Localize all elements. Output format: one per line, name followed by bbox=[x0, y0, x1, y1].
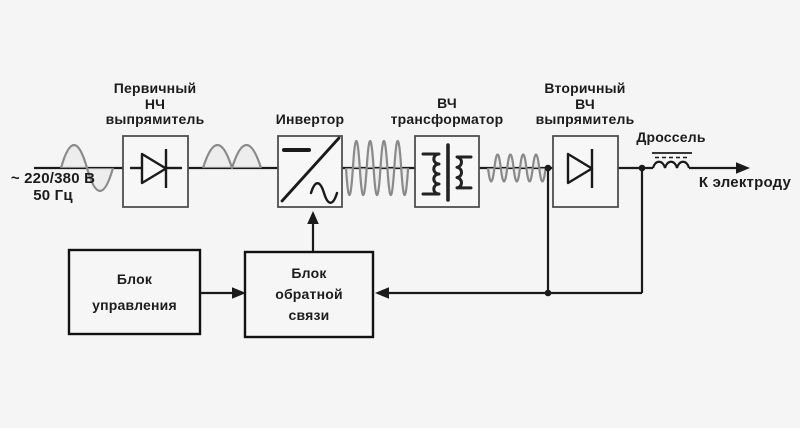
dc-ac-icon bbox=[280, 136, 341, 204]
control-to-feedback-arrow bbox=[200, 287, 246, 299]
output-arrowhead-icon bbox=[736, 162, 750, 174]
output-electrode-label: К электроду bbox=[698, 174, 792, 191]
diode-icon bbox=[130, 149, 182, 188]
transformer-icon bbox=[421, 143, 473, 202]
rectified-wave-icon bbox=[201, 144, 263, 170]
feedback-to-inverter-arrow bbox=[307, 211, 319, 252]
diode-icon bbox=[566, 149, 594, 188]
junction-dot bbox=[544, 289, 552, 297]
primary-rectifier-label: Первичный НЧ выпрямитель bbox=[105, 80, 205, 127]
input-sine-wave-icon bbox=[59, 144, 115, 192]
hf-wave-icon bbox=[344, 140, 410, 196]
feedback-arrowhead-icon bbox=[375, 287, 389, 299]
inductor-icon bbox=[651, 152, 692, 169]
hf-wave-small-icon bbox=[486, 153, 547, 183]
feedback-unit-label: Блок обратной связи bbox=[275, 265, 343, 323]
control-unit-box bbox=[67, 248, 202, 336]
junction-dot bbox=[638, 164, 646, 172]
waveforms bbox=[59, 140, 547, 196]
choke-label: Дроссель bbox=[636, 129, 706, 145]
feedback-sense-lines bbox=[386, 168, 644, 295]
primary-rectifier-box bbox=[122, 135, 189, 208]
secondary-rectifier-label: Вторичный ВЧ выпрямитель bbox=[535, 80, 635, 127]
junction-dot bbox=[544, 164, 552, 172]
control-unit-label: Блок управления bbox=[92, 271, 177, 313]
hf-transformer-label: ВЧ трансформатор bbox=[390, 95, 504, 127]
feedback-unit-box bbox=[243, 250, 375, 339]
inverter-label: Инвертор bbox=[275, 111, 345, 127]
input-voltage-label: ~ 220/380 В 50 Гц bbox=[10, 170, 96, 204]
